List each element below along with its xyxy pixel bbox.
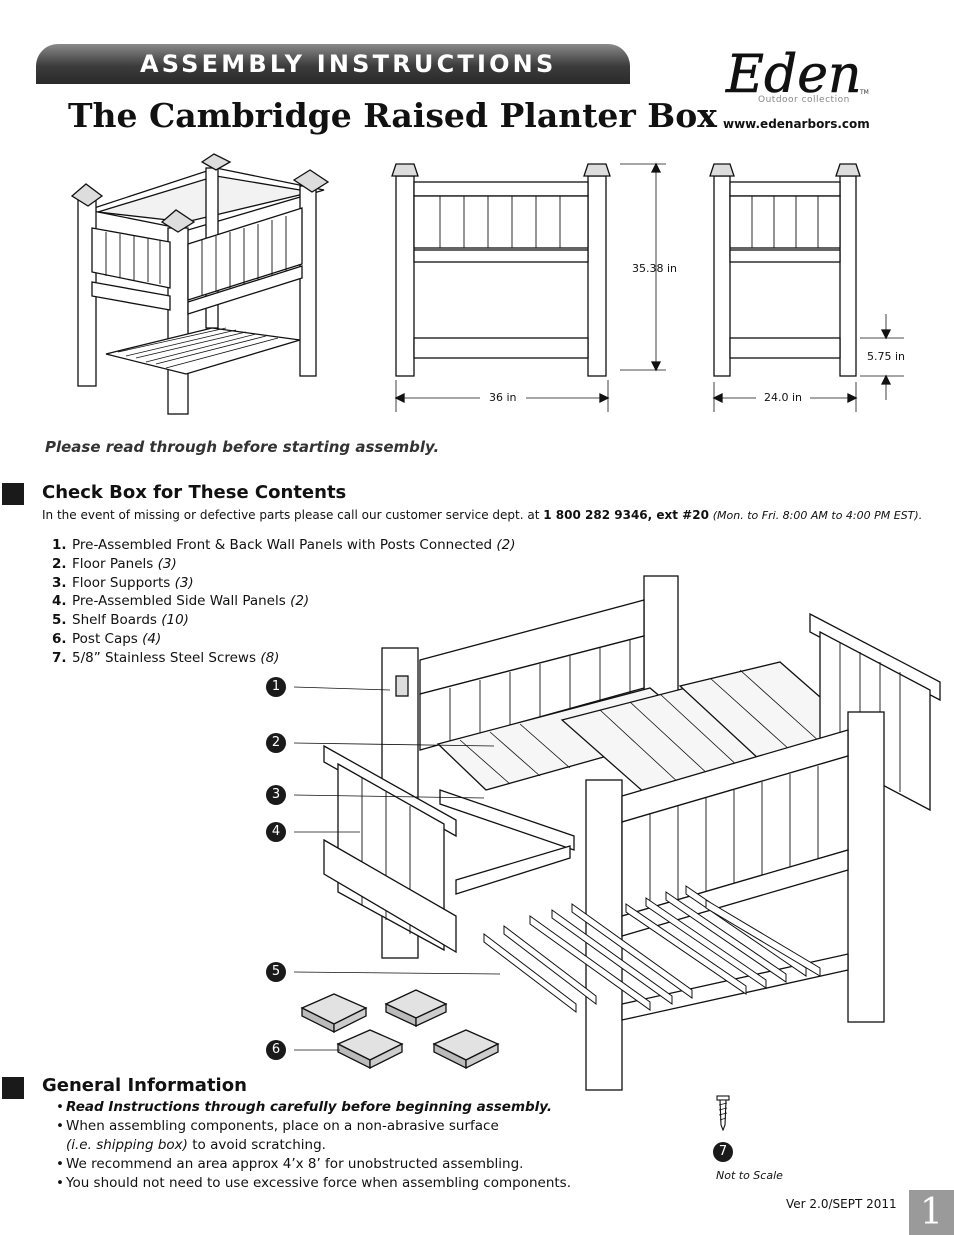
callout-7: 7	[713, 1142, 733, 1162]
list-item: 2.Floor Panels (3)	[52, 555, 177, 572]
service-hours: (Mon. to Fri. 8:00 AM to 4:00 PM EST).	[712, 509, 923, 522]
callout-2: 2	[266, 733, 286, 753]
website-url: www.edenarbors.com	[723, 117, 870, 131]
header-banner	[36, 44, 630, 84]
version-label: Ver 2.0/SEPT 2011	[786, 1197, 897, 1211]
list-item: 7.5/8” Stainless Steel Screws (8)	[52, 649, 280, 666]
contents-intro: In the event of missing or defective par…	[42, 508, 922, 522]
list-item: 5.Shelf Boards (10)	[52, 612, 189, 629]
screw-icon	[716, 1095, 730, 1132]
callout-4: 4	[266, 822, 286, 842]
clearance-dimension-label: 5.75 in	[867, 350, 906, 363]
list-item: (i.e. shipping box) to avoid scratching.	[66, 1137, 326, 1153]
callout-5: 5	[266, 962, 286, 982]
page-title: The Cambridge Raised Planter Box	[68, 96, 717, 135]
list-item: •We recommend an area approx 4’x 8’ for …	[56, 1156, 524, 1172]
list-item: •Read Instructions through carefully bef…	[56, 1099, 552, 1115]
exploded-parts-diagram	[280, 570, 950, 1100]
phone-number: 1 800 282 9346, ext #20	[543, 508, 709, 522]
general-info-list: •Read Instructions through carefully bef…	[54, 1098, 571, 1193]
planter-side-view-drawing	[700, 150, 910, 420]
eden-logo: Eden Outdoor collection TM	[724, 34, 874, 106]
list-item: •You should not need to use excessive fo…	[56, 1175, 572, 1191]
contents-checkbox[interactable]	[2, 483, 24, 505]
height-dimension-label: 35.38 in	[632, 262, 678, 275]
front-width-dimension-label: 36 in	[489, 391, 517, 404]
callout-1: 1	[266, 677, 286, 697]
planter-front-view-drawing	[380, 150, 700, 420]
not-to-scale-note: Not to Scale	[716, 1169, 783, 1182]
read-first-notice: Please read through before starting asse…	[45, 438, 440, 456]
list-item: 6.Post Caps (4)	[52, 630, 162, 647]
banner-title: ASSEMBLY INSTRUCTIONS	[140, 50, 557, 78]
list-item: 1.Pre-Assembled Front & Back Wall Panels…	[52, 537, 516, 553]
svg-text:TM: TM	[859, 89, 869, 96]
contents-heading: Check Box for These Contents	[42, 482, 347, 503]
callout-6: 6	[266, 1040, 286, 1060]
callout-3: 3	[266, 785, 286, 805]
side-width-dimension-label: 24.0 in	[764, 391, 803, 404]
list-item: 4.Pre-Assembled Side Wall Panels (2)	[52, 593, 310, 610]
list-item: •When assembling components, place on a …	[56, 1118, 499, 1134]
list-item: 3.Floor Supports (3)	[52, 574, 194, 591]
general-info-heading: General Information	[42, 1075, 247, 1096]
parts-list: 1.Pre-Assembled Front & Back Wall Panels…	[52, 536, 516, 668]
svg-text:Eden: Eden	[725, 45, 862, 105]
planter-perspective-drawing	[66, 150, 342, 420]
intro-text: In the event of missing or defective par…	[42, 508, 544, 522]
page-number: 1	[909, 1190, 954, 1235]
svg-text:Outdoor collection: Outdoor collection	[758, 95, 850, 105]
general-info-checkbox[interactable]	[2, 1077, 24, 1099]
